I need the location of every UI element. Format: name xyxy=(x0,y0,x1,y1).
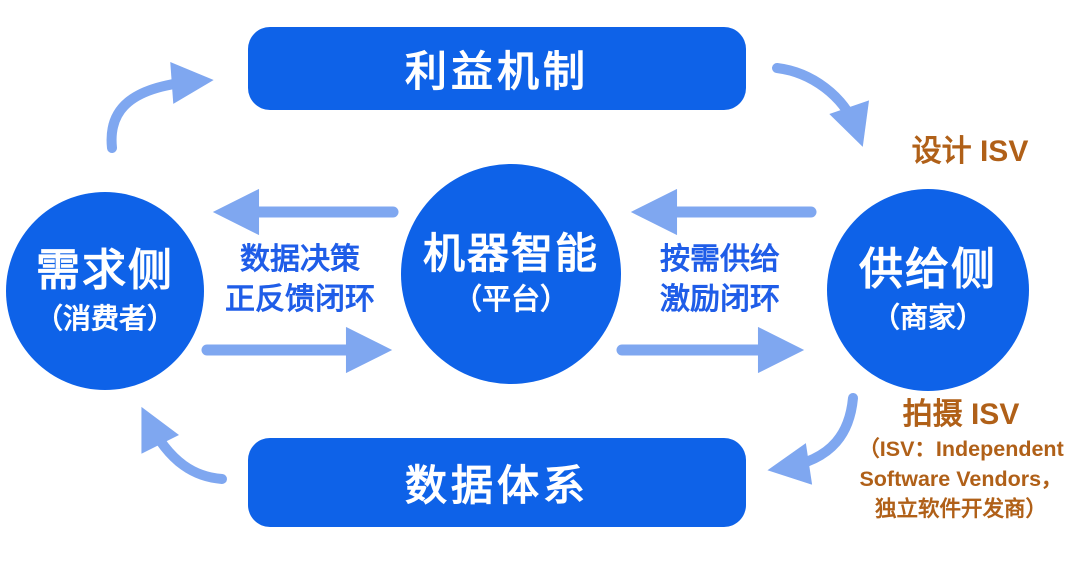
edge-label-left: 数据决策 正反馈闭环 xyxy=(200,240,400,320)
annotation-shoot-isv-block: 拍摄 ISV （ISV：Independent Software Vendors… xyxy=(838,396,1080,524)
arrow-benefit-to-supply xyxy=(772,63,870,147)
edge-label-left-line2: 正反馈闭环 xyxy=(225,283,375,316)
edge-label-right-line1: 按需供给 xyxy=(660,243,780,276)
edge-label-left-line1: 数据决策 xyxy=(240,243,360,276)
circle-demand-title: 需求侧 xyxy=(36,246,174,296)
annotation-shoot-isv: 拍摄 ISV xyxy=(902,398,1020,431)
arrow-demand-to-benefit xyxy=(106,62,214,153)
isv-note-line1: （ISV：Independent xyxy=(858,437,1064,461)
circle-machine-intelligence-title: 机器智能 xyxy=(422,229,599,277)
isv-note-line2: Software Vendors， xyxy=(859,467,1063,491)
edge-label-right-line2: 激励闭环 xyxy=(660,283,780,316)
annotation-design-isv: 设计 ISV xyxy=(911,135,1029,168)
box-benefit-mechanism-label: 利益机制 xyxy=(404,48,589,95)
box-benefit-mechanism: 利益机制 xyxy=(248,27,746,110)
circle-supply-title: 供给侧 xyxy=(859,245,997,295)
box-data-system-label: 数据体系 xyxy=(404,462,589,509)
isv-note-line3: 独立软件开发商） xyxy=(874,497,1047,521)
arrow-supply-to-data xyxy=(767,393,858,485)
box-data-system: 数据体系 xyxy=(248,438,746,527)
circle-demand-side: 需求侧 （消费者） xyxy=(6,192,204,390)
circle-machine-intelligence: 机器智能 （平台） xyxy=(401,164,621,384)
circle-supply-side: 供给侧 （商家） xyxy=(827,189,1029,391)
circle-demand-subtitle: （消费者） xyxy=(34,302,175,334)
arrow-data-to-demand xyxy=(141,406,227,484)
edge-label-right: 按需供给 激励闭环 xyxy=(620,240,820,320)
circle-machine-intelligence-subtitle: （平台） xyxy=(452,284,569,317)
circle-supply-subtitle: （商家） xyxy=(871,301,984,333)
